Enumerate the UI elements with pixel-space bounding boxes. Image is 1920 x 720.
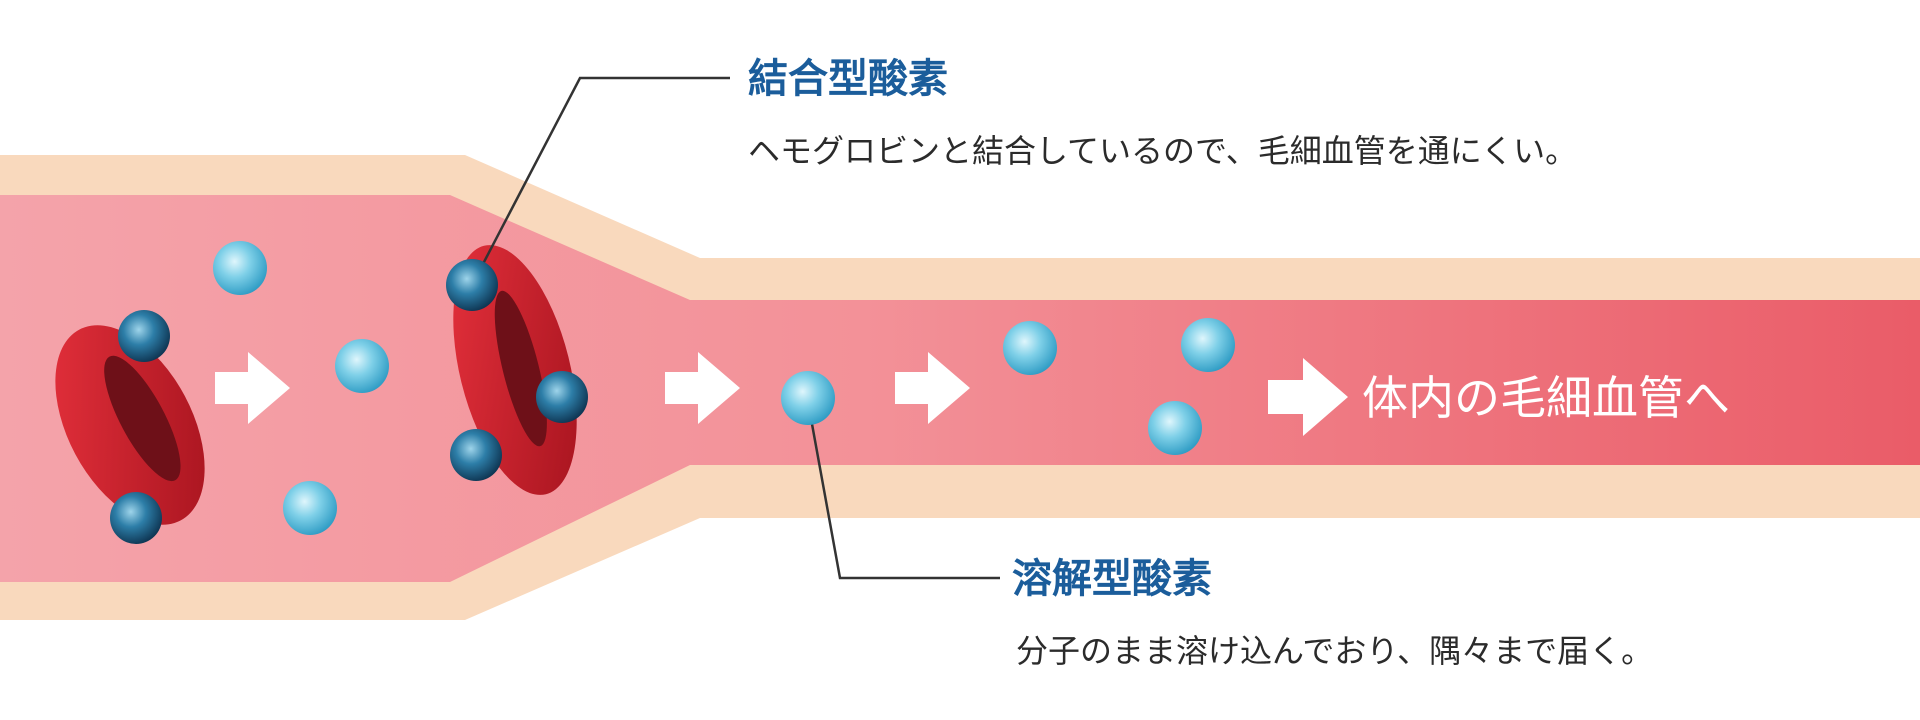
flow-arrow-icon	[665, 352, 740, 424]
bound-oxygen-molecule	[110, 492, 162, 544]
dissolved-oxygen-leader-line	[806, 401, 1000, 580]
bound-oxygen-molecule	[446, 259, 498, 311]
dissolved-oxygen-title: 溶解型酸素	[1012, 556, 1212, 602]
destination-label: 体内の毛細血管へ	[1362, 371, 1730, 425]
dissolved-oxygen-molecule	[283, 481, 337, 535]
bound-oxygen-molecule	[118, 310, 170, 362]
dissolved-oxygen-molecule	[1148, 401, 1202, 455]
bound-oxygen-leader-line	[470, 76, 730, 286]
flow-arrow-icon	[215, 352, 290, 424]
flow-arrow-icon	[895, 352, 970, 424]
bound-oxygen-description: ヘモグロビンと結合しているので、毛細血管を通にくい。	[748, 132, 1577, 170]
bound-oxygen-title: 結合型酸素	[748, 56, 948, 102]
dissolved-oxygen-molecule	[213, 241, 267, 295]
dissolved-oxygen-molecule	[1003, 321, 1057, 375]
dissolved-oxygen-molecule	[781, 371, 835, 425]
dissolved-oxygen-molecule	[335, 339, 389, 393]
red-blood-cell	[55, 325, 205, 525]
dissolved-oxygen-molecule	[1181, 318, 1235, 372]
flow-arrow-icon	[1268, 358, 1348, 436]
dissolved-oxygen-description: 分子のまま溶け込んでおり、隅々まで届く。	[1016, 632, 1653, 670]
bound-oxygen-molecule	[450, 429, 502, 481]
bound-oxygen-molecule	[536, 371, 588, 423]
